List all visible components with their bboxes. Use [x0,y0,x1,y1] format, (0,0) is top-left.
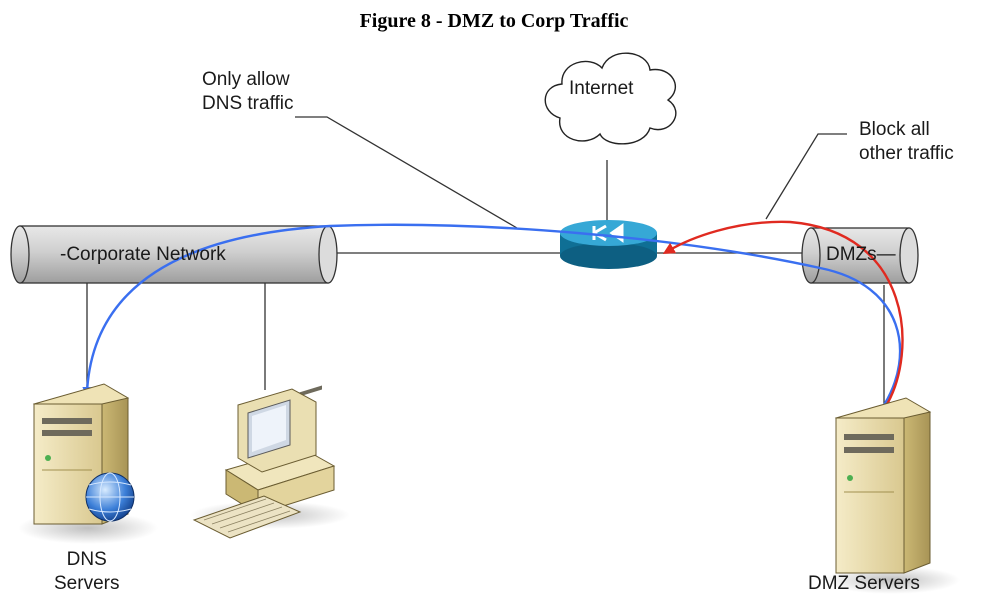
allowed-traffic-path [82,223,902,406]
corporate-network-pipe [10,225,338,284]
dmzs-label: DMZs— [826,244,896,265]
router-icon [560,220,657,269]
internet-label: Internet [569,78,634,99]
allow-callout-line-2: DNS traffic [202,93,294,114]
allow-callout-line-1: Only allow [202,69,290,90]
dmz-servers-label: DMZ Servers [808,573,920,594]
server-icon [824,397,960,594]
allow-callout: Only allow DNS traffic [202,68,294,116]
dmz-pipe [801,227,919,284]
block-callout-line-2: other traffic [859,143,954,164]
dns-servers-label-line-1: DNS [66,549,107,570]
block-callout-line-1: Block all [859,119,930,140]
server-icon [18,383,158,544]
block-callout: Block all other traffic [859,118,954,166]
figure-title: Figure 8 - DMZ to Corp Traffic [359,10,629,32]
workstation-icon [190,385,350,539]
corporate-network-label: -Corporate Network [60,244,226,265]
cloud-icon [544,52,677,145]
globe-icon [85,472,135,522]
blocked-traffic-path [662,220,904,407]
dns-servers-label: DNS Servers [54,548,119,596]
dns-servers-label-line-2: Servers [54,573,120,594]
connector-lines [86,116,885,410]
